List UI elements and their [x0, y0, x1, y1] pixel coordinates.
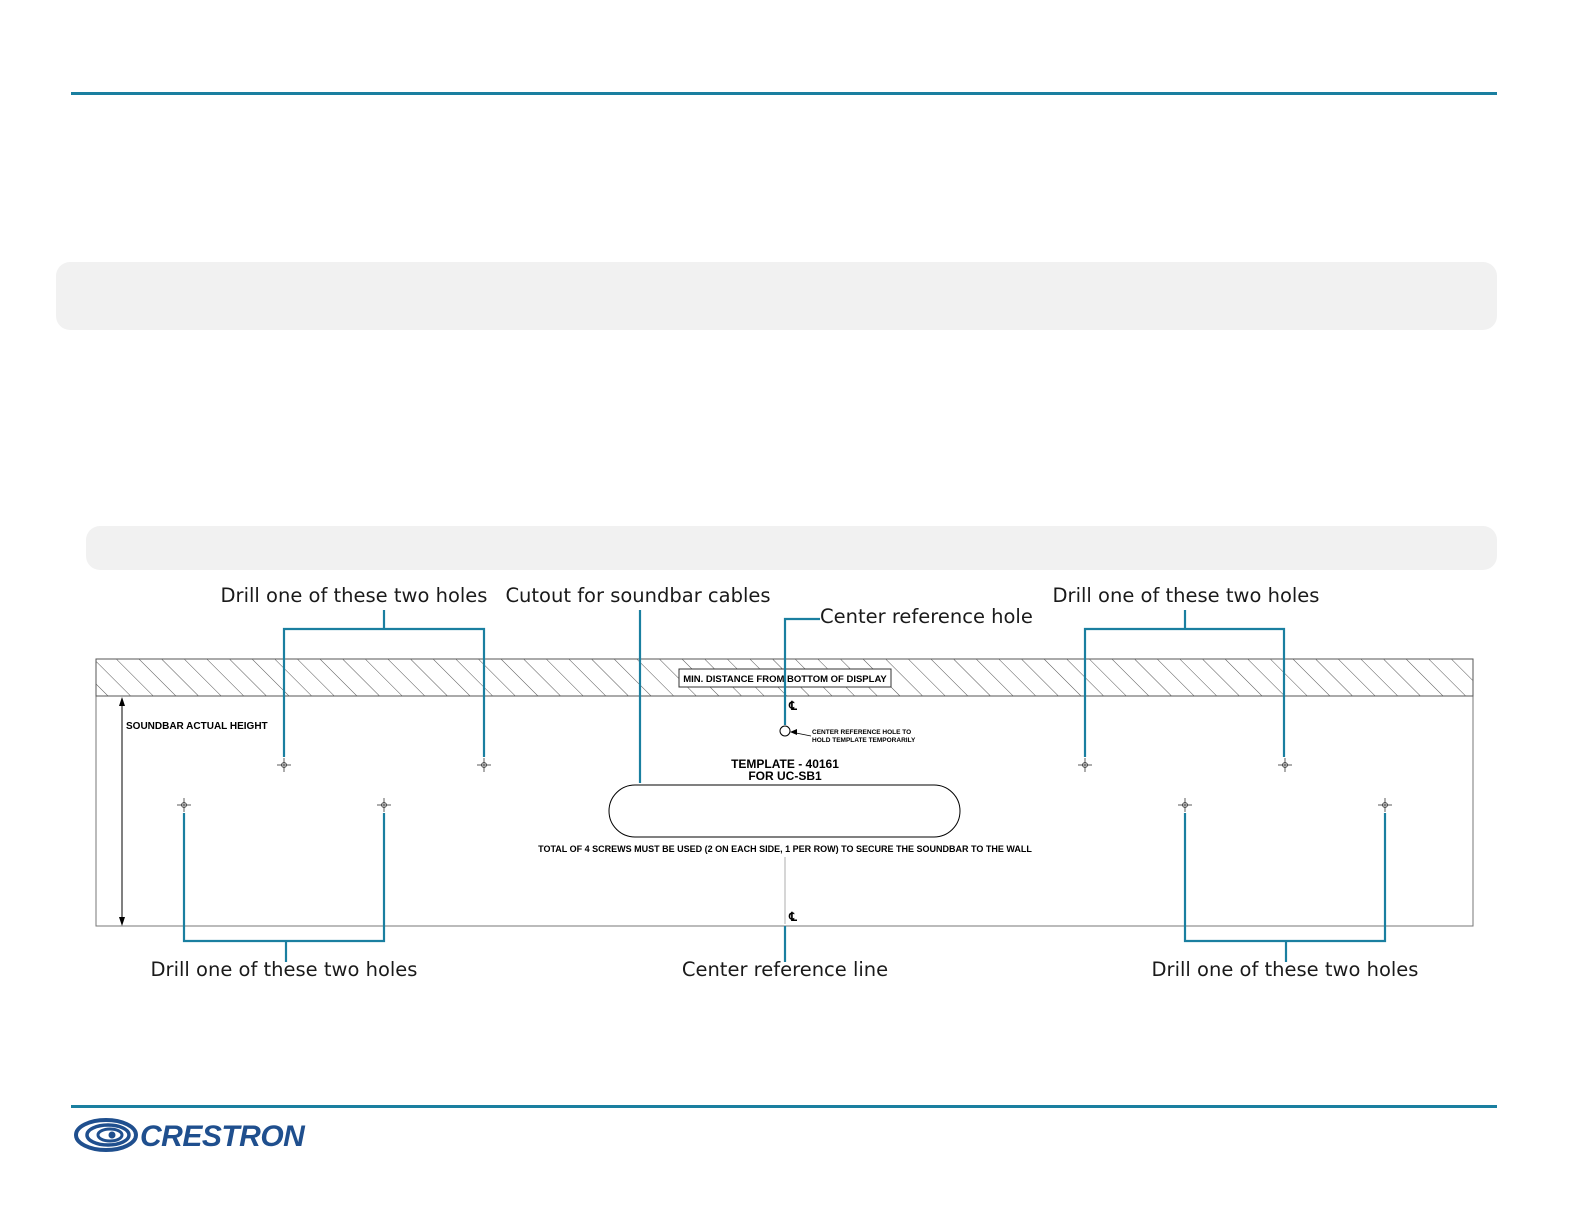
info-panel-top	[56, 262, 1497, 330]
bracket-drill-bottom-left	[182, 813, 386, 943]
centerline-symbol-bottom: ℄	[788, 910, 797, 924]
center-hole-note-arrow	[790, 729, 797, 735]
template-title-line1: TEMPLATE - 40161	[731, 757, 839, 771]
template-title-line2: FOR UC-SB1	[748, 769, 822, 783]
callout-cutout: Cutout for soundbar cables	[505, 584, 770, 607]
screws-note: TOTAL OF 4 SCREWS MUST BE USED (2 ON EAC…	[538, 844, 1032, 854]
logo-wordmark: CRESTRON	[140, 1120, 306, 1153]
callout-center-line: Center reference line	[682, 958, 888, 981]
center-hole-note-line1: CENTER REFERENCE HOLE TO	[812, 729, 911, 736]
callout-drill-top-left: Drill one of these two holes	[221, 584, 488, 607]
cable-cutout	[608, 784, 961, 838]
callout-drill-bottom-right: Drill one of these two holes	[1152, 958, 1419, 981]
callout-drill-top-right: Drill one of these two holes	[1053, 584, 1320, 607]
callout-drill-bottom-left: Drill one of these two holes	[151, 958, 418, 981]
top-rule	[71, 92, 1497, 95]
soundbar-height-label: SOUNDBAR ACTUAL HEIGHT	[126, 721, 268, 732]
crestron-logo: CRESTRON	[74, 1118, 307, 1153]
info-panel-figure	[86, 526, 1497, 570]
bottom-rule	[71, 1105, 1497, 1108]
center-hole-note-line2: HOLD TEMPLATE TEMPORARILY	[812, 737, 916, 744]
callout-center-hole: Center reference hole	[820, 605, 1033, 628]
dimension-arrow-up	[119, 697, 125, 706]
center-reference-hole	[779, 725, 791, 737]
centerline-symbol-top: ℄	[788, 699, 797, 713]
leader-center-hole	[783, 617, 820, 725]
dimension-arrow-down	[119, 917, 125, 926]
swirl-icon	[74, 1118, 138, 1152]
